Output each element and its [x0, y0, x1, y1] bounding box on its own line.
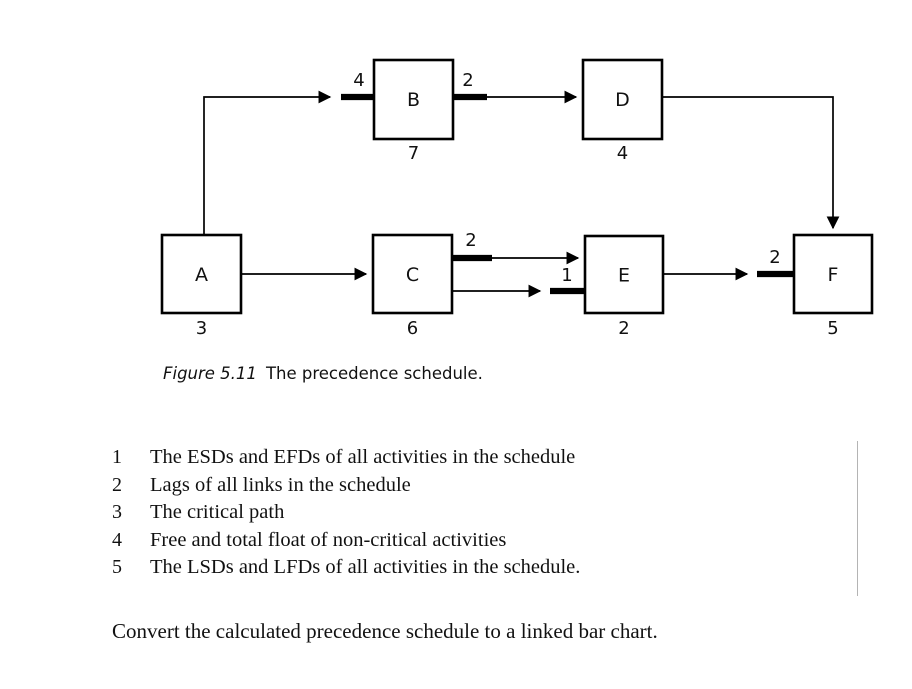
- list-item-text: Lags of all links in the schedule: [150, 473, 411, 496]
- node-c-duration: 6: [407, 318, 418, 339]
- list-item-number: 1: [112, 446, 122, 468]
- node-c[interactable]: C 6: [371, 233, 454, 339]
- lag-label-a-b: 4: [353, 70, 364, 91]
- node-a-duration: 3: [196, 318, 207, 339]
- closing-paragraph: Convert the calculated precedence schedu…: [112, 619, 658, 643]
- node-b-duration: 7: [408, 143, 419, 164]
- node-a[interactable]: A 3: [160, 233, 243, 339]
- list-item: 5 The LSDs and LFDs of all activities in…: [112, 554, 812, 582]
- lag-label-e-f: 2: [769, 247, 780, 268]
- list-item-text: The ESDs and EFDs of all activities in t…: [150, 446, 576, 468]
- precedence-diagram: A 3 B 7 C 6 D 4 E 2: [160, 58, 874, 339]
- figure-label: Figure 5.11: [163, 364, 257, 383]
- link-d-f: [662, 96, 840, 230]
- node-e-label: E: [618, 265, 630, 287]
- list-item-text: The critical path: [150, 501, 285, 523]
- figure-caption-text: The precedence schedule.: [265, 364, 483, 383]
- figure-caption: Figure 5.11 The precedence schedule.: [163, 364, 483, 383]
- link-a-b: [203, 90, 374, 235]
- node-f[interactable]: F 5: [792, 233, 874, 339]
- list-item: 2 Lags of all links in the schedule: [112, 472, 812, 500]
- requirements-list: 1 The ESDs and EFDs of all activities in…: [112, 444, 812, 582]
- lag-label-c-e-upper: 2: [465, 230, 476, 251]
- list-item-text: Free and total float of non-critical act…: [150, 528, 507, 551]
- node-c-label: C: [406, 264, 419, 286]
- node-e[interactable]: E 2: [583, 234, 665, 339]
- node-d-label: D: [615, 89, 630, 111]
- list-item-number: 2: [112, 473, 122, 496]
- node-e-duration: 2: [618, 318, 629, 339]
- list-item-number: 3: [112, 501, 122, 523]
- scan-artifact-line: [857, 441, 858, 596]
- node-f-duration: 5: [827, 318, 838, 339]
- list-item-text: The LSDs and LFDs of all activities in t…: [150, 556, 581, 578]
- node-b-label: B: [407, 89, 420, 111]
- node-a-label: A: [195, 264, 208, 286]
- list-item-number: 4: [112, 528, 122, 551]
- list-item: 1 The ESDs and EFDs of all activities in…: [112, 444, 812, 472]
- node-b[interactable]: B 7: [372, 58, 455, 164]
- list-item: 3 The critical path: [112, 499, 812, 527]
- list-item-number: 5: [112, 556, 122, 578]
- node-f-label: F: [828, 264, 839, 286]
- lag-label-c-e-lower: 1: [561, 265, 572, 286]
- lag-label-b-d: 2: [462, 70, 473, 91]
- list-item: 4 Free and total float of non-critical a…: [112, 527, 812, 555]
- node-d[interactable]: D 4: [581, 58, 664, 164]
- node-d-duration: 4: [617, 143, 628, 164]
